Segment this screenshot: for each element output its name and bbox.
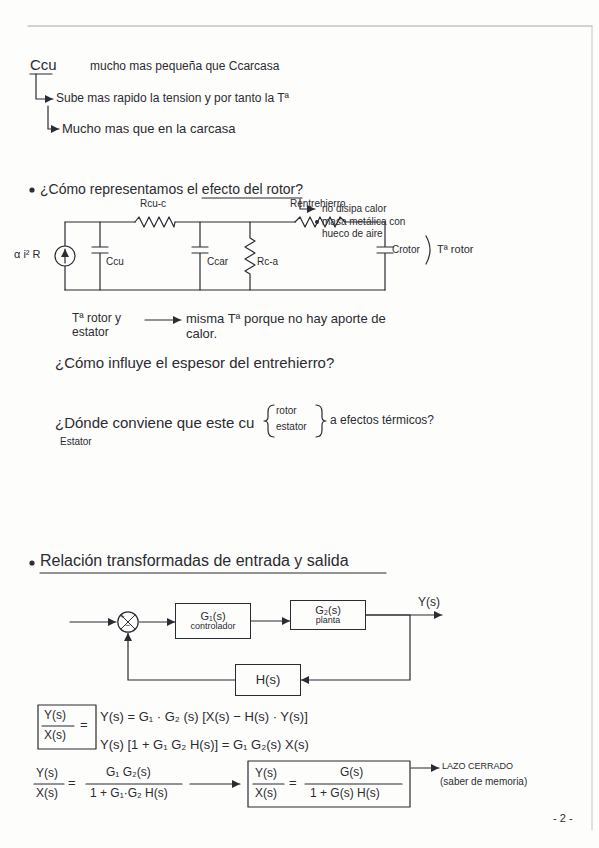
question-text: a efectos térmicos? — [330, 414, 434, 428]
output-arrow — [366, 614, 442, 615]
implication-arrow — [190, 783, 240, 784]
option-text: estator — [276, 421, 307, 433]
component-label: Rcu-c — [140, 198, 166, 210]
block-name: G₂(s) — [315, 604, 341, 616]
equation-term: G(s) — [340, 766, 363, 780]
equation-term: 1 + G(s) H(s) — [310, 787, 380, 801]
bullet — [30, 561, 34, 565]
equation-term: G₁ G₂(s) — [106, 766, 151, 780]
feedback-block: H(s) — [235, 664, 301, 696]
equation-term: Y(s) — [36, 767, 58, 781]
wire — [175, 221, 295, 222]
input-arrow — [70, 621, 116, 622]
current-source-arrow — [64, 249, 65, 263]
option-text: rotor — [276, 405, 297, 417]
component-label: Rentrehierro — [290, 198, 346, 210]
component-label: Rc-a — [257, 256, 278, 268]
component-label: Tª rotor — [437, 243, 473, 256]
block-name: G₁(s) — [200, 610, 225, 622]
answer-text: Estator — [60, 436, 92, 448]
wire — [65, 289, 385, 290]
implication-arrow — [411, 767, 439, 768]
brace — [264, 405, 274, 437]
junction-circle — [118, 612, 138, 632]
page-edge — [591, 26, 592, 830]
signal-connector — [251, 620, 290, 621]
signal-connector — [139, 621, 175, 622]
symbol-name: Ccu — [30, 56, 57, 73]
sign-symbol: + — [120, 613, 125, 622]
note-text: mucho mas pequeña que Ccarcasa — [90, 60, 279, 74]
implication-arrow — [145, 319, 181, 320]
note-text: misma Tª porque no hay aporte de calor. — [186, 312, 386, 342]
question-text: ¿Cómo influye el espesor del entrehierro… — [55, 354, 334, 371]
component-label: Ccu — [106, 256, 124, 268]
resistor-symbol — [135, 217, 175, 227]
controller-block: G₁(s)controlador — [175, 603, 251, 639]
signal-name: Y(s) — [418, 596, 440, 610]
source-label: α i² R — [14, 248, 41, 261]
bullet — [30, 188, 34, 192]
capacitor-symbol — [192, 222, 208, 290]
page-number: - 2 - — [553, 812, 573, 825]
equation-term: X(s) — [255, 787, 277, 801]
note-text: Sube mas rapido la tension y por tanto l… — [56, 92, 289, 106]
fraction-bar — [86, 783, 182, 784]
hook-arrow — [36, 74, 53, 99]
resistor-symbol — [245, 222, 255, 290]
equation-term: = — [80, 718, 88, 733]
bracket — [426, 236, 430, 264]
section-heading: Relación transformadas de entrada y sali… — [40, 552, 349, 570]
equation-term: = — [289, 776, 297, 791]
equation-box — [248, 761, 410, 807]
hook-arrow — [48, 106, 59, 129]
equation: Y(s) = G₁ · G₂ (s) [X(s) − H(s) · Y(s)] — [100, 710, 308, 725]
signal-connector — [301, 615, 410, 680]
question-text: ¿Dónde conviene que este cu — [55, 414, 254, 431]
block-role: planta — [316, 616, 341, 626]
current-source-symbol — [55, 246, 75, 266]
note-text: LAZO CERRADO — [442, 761, 513, 771]
wire — [64, 222, 65, 290]
equation-term: X(s) — [36, 787, 58, 801]
block-role: controlador — [190, 622, 235, 632]
page-edge — [28, 25, 592, 26]
note-text: masa metálica con hueco de aire — [322, 216, 422, 239]
component-label: Ccar — [207, 256, 228, 268]
component-label: Crotor — [392, 244, 420, 256]
fraction-bar — [305, 783, 402, 784]
capacitor-symbol — [92, 222, 108, 290]
sign-symbol: − — [125, 621, 130, 631]
fraction-bar — [34, 783, 64, 784]
note-text: Tª rotor y estator — [72, 312, 134, 340]
summing-junction: +− — [117, 611, 139, 633]
question-text: ¿Cómo representamos el efecto del rotor? — [40, 181, 303, 197]
equation-term: Y(s) — [255, 767, 277, 781]
underline — [30, 73, 52, 74]
fraction-bar — [253, 783, 284, 784]
equation-term: 1 + G₁·G₂ H(s) — [90, 787, 168, 801]
note-text: Mucho mas que en la carcasa — [62, 122, 235, 137]
equation: Y(s) [1 + G₁ G₂ H(s)] = G₁ G₂(s) X(s) — [100, 738, 309, 753]
equation-term: = — [68, 776, 76, 791]
equation-term: X(s) — [44, 729, 66, 743]
note-text: (saber de memoria) — [440, 776, 527, 788]
fraction-bar — [42, 725, 74, 726]
plant-block: G₂(s)planta — [290, 600, 366, 630]
signal-connector — [128, 633, 235, 680]
underline — [202, 197, 302, 198]
block-name: H(s) — [256, 673, 281, 687]
brace — [316, 405, 326, 437]
underline — [40, 572, 386, 573]
equation-term: Y(s) — [44, 709, 66, 723]
equation-box — [38, 705, 96, 749]
